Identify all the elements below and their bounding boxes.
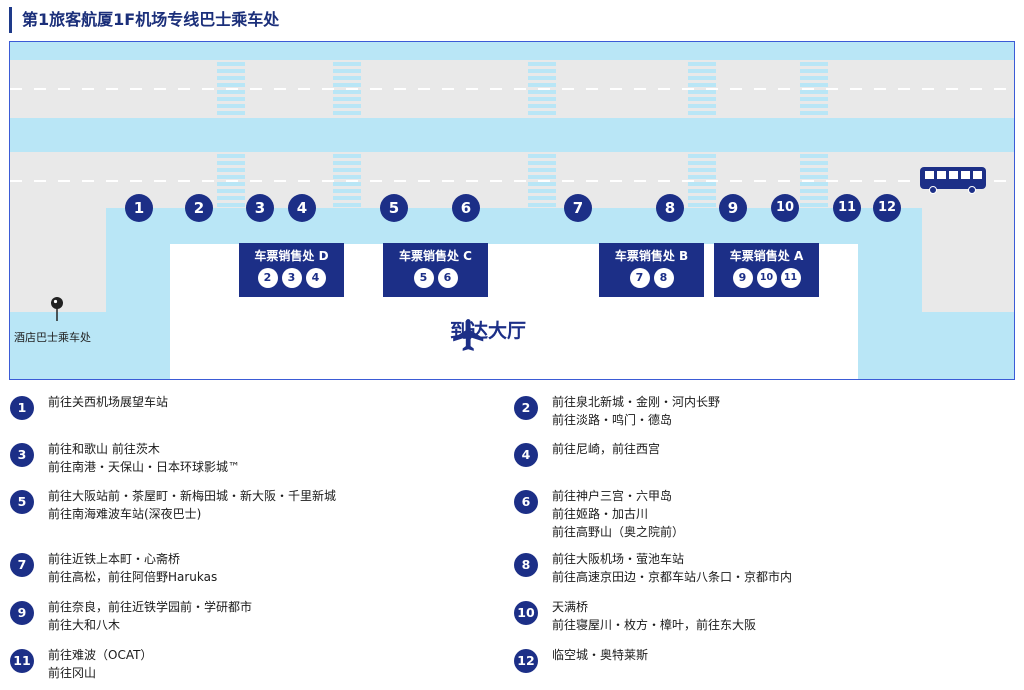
- legend-stop-number: 9: [10, 601, 34, 625]
- legend-destinations: 前往近铁上本町・心斋桥前往高松，前往阿倍野Harukas: [48, 550, 217, 586]
- legend-destination-line: 前往近铁上本町・心斋桥: [48, 552, 181, 566]
- left-road-extension: [10, 208, 106, 312]
- ticket-stop-badge: 4: [305, 268, 326, 288]
- ticket-stop-badge: 7: [629, 268, 650, 288]
- ticket-stop-badge: 3: [281, 268, 302, 288]
- legend-destinations: 天满桥前往寝屋川・枚方・樟叶，前往东大阪: [552, 598, 756, 634]
- title-accent-bar: [9, 7, 12, 33]
- legend-stop-number: 10: [514, 601, 538, 625]
- legend-destinations: 前往泉北新城・金刚・河内长野前往淡路・鸣门・德岛: [552, 393, 720, 429]
- airplane-icon: [453, 319, 484, 351]
- legend-destination-line: 前往南港・天保山・日本环球影城™: [48, 460, 241, 474]
- bus-stop-9: 9: [719, 194, 747, 222]
- legend-destination-line: 前往难波（OCAT）: [48, 648, 153, 662]
- legend-destinations: 前往大阪机场・萤池车站前往高速京田边・京都车站八条口・京都市内: [552, 550, 792, 586]
- legend-destinations: 前往尼崎，前往西宫: [552, 440, 660, 458]
- ticket-stop-badge: 9: [732, 268, 753, 288]
- hotel-bus-stop-label: 酒店巴士乘车处: [14, 331, 91, 344]
- ticket-stop-badge: 8: [653, 268, 674, 288]
- legend-stop-number: 8: [514, 553, 538, 577]
- ticket-stop-badge: 5: [413, 268, 434, 288]
- bus-stop-8: 8: [656, 194, 684, 222]
- bus-icon: [920, 167, 986, 194]
- legend-destination-line: 前往高速京田边・京都车站八条口・京都市内: [552, 570, 793, 584]
- legend-destination-line: 前往大和八木: [48, 618, 121, 632]
- bus-stop-4: 4: [288, 194, 316, 222]
- bus-stop-1: 1: [125, 194, 153, 222]
- legend-stop-number: 4: [514, 443, 538, 467]
- legend-destination-line: 天满桥: [552, 600, 589, 614]
- legend-destination-line: 前往和歌山 前往茨木: [48, 442, 160, 456]
- legend-stop-number: 5: [10, 490, 34, 514]
- bus-stop-5: 5: [380, 194, 408, 222]
- ticket-office-label: 车票销售处 D: [254, 249, 329, 263]
- ticket-stop-badge: 2: [257, 268, 278, 288]
- legend-destination-line: 前往冈山: [48, 666, 97, 680]
- legend-destinations: 前往关西机场展望车站: [48, 393, 168, 411]
- legend-destination-line: 前往大阪站前・茶屋町・新梅田城・新大阪・千里新城: [48, 489, 337, 503]
- legend-destination-line: 前往寝屋川・枚方・樟叶，前往东大阪: [552, 618, 757, 632]
- legend-destinations: 临空城・奥特莱斯: [552, 646, 648, 664]
- map-pin-icon: [51, 297, 63, 321]
- legend-destinations: 前往奈良，前往近铁学园前・学研都市前往大和八木: [48, 598, 252, 634]
- legend-destinations: 前往神户三宫・六甲岛前往姬路・加古川前往高野山（奥之院前）: [552, 487, 684, 541]
- legend-stop-number: 6: [514, 490, 538, 514]
- legend-destination-line: 前往泉北新城・金刚・河内长野: [552, 395, 721, 409]
- legend-stop-number: 2: [514, 396, 538, 420]
- legend-destination-line: 前往大阪机场・萤池车站: [552, 552, 685, 566]
- legend-destination-line: 前往高野山（奥之院前）: [552, 525, 685, 539]
- crosswalks: [217, 62, 828, 207]
- upper-road: [10, 60, 1014, 118]
- legend-destination-line: 前往高松，前往阿倍野Harukas: [48, 570, 218, 584]
- legend-stop-number: 11: [10, 649, 34, 673]
- legend-destination-line: 前往南海难波车站(深夜巴士): [48, 507, 202, 521]
- bus-stop-10: 10: [771, 194, 799, 222]
- ticket-stop-badge: 10: [756, 268, 777, 288]
- legend-stop-number: 1: [10, 396, 34, 420]
- bus-stop-7: 7: [564, 194, 592, 222]
- legend-destinations: 前往难波（OCAT） 前往冈山: [48, 646, 152, 682]
- bus-stop-3: 3: [246, 194, 274, 222]
- legend-destinations: 前往大阪站前・茶屋町・新梅田城・新大阪・千里新城前往南海难波车站(深夜巴士): [48, 487, 336, 523]
- bus-stop-12: 12: [873, 194, 901, 222]
- bus-stop-6: 6: [452, 194, 480, 222]
- legend-destination-line: 前往淡路・鸣门・德岛: [552, 413, 673, 427]
- bus-stop-2: 2: [185, 194, 213, 222]
- legend-stop-number: 3: [10, 443, 34, 467]
- ticket-stop-badge: 6: [437, 268, 458, 288]
- legend-destination-line: 前往神户三宫・六甲岛: [552, 489, 673, 503]
- legend-destination-line: 临空城・奥特莱斯: [552, 648, 649, 662]
- ticket-office-label: 车票销售处 C: [399, 249, 472, 263]
- legend-destination-line: 前往奈良，前往近铁学园前・学研都市: [48, 600, 253, 614]
- page-title: 第1旅客航厦1F机场专线巴士乘车处: [22, 10, 280, 29]
- legend-destinations: 前往和歌山 前往茨木前往南港・天保山・日本环球影城™: [48, 440, 240, 476]
- bus-stop-11: 11: [833, 194, 861, 222]
- legend-destination-line: 前往姬路・加古川: [552, 507, 649, 521]
- legend-destination-line: 前往尼崎，前往西宫: [552, 442, 661, 456]
- right-road-extension: [922, 208, 1014, 312]
- legend-destination-line: 前往关西机场展望车站: [48, 395, 169, 409]
- ticket-office-label: 车票销售处 A: [729, 249, 804, 263]
- legend-stop-number: 7: [10, 553, 34, 577]
- ticket-stop-badge: 11: [780, 268, 801, 288]
- arrival-hall: 到达大厅: [450, 316, 526, 351]
- legend-stop-number: 12: [514, 649, 538, 673]
- ticket-office-label: 车票销售处 B: [614, 249, 689, 263]
